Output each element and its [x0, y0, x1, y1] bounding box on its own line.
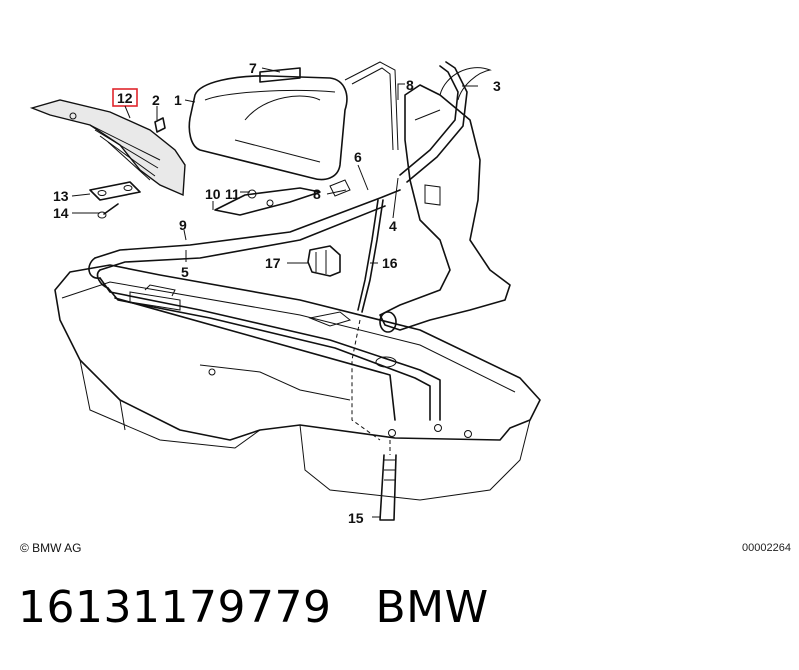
document-number: 00002264 [742, 542, 791, 554]
fuel-lines [88, 189, 441, 421]
leader-lines [71, 67, 478, 518]
filler-hose [399, 61, 468, 183]
callout-2: 2 [152, 92, 160, 108]
part-footer: 16131179779 BMW [18, 582, 533, 633]
callout-12: 12 [117, 90, 133, 106]
callout-4: 4 [389, 218, 397, 234]
callout-17: 17 [265, 255, 281, 271]
callout-8-lower: 8 [313, 186, 321, 202]
callout-16: 16 [382, 255, 398, 271]
vent-hose [351, 199, 397, 521]
parts-diagram: 1 2 3 4 5 6 7 8 8 9 10 11 12 13 14 15 16… [29, 60, 541, 526]
callout-9: 9 [179, 217, 187, 233]
callout-11: 11 [225, 186, 240, 202]
callout-7: 7 [249, 60, 257, 76]
filler-neck [379, 67, 511, 333]
callout-labels: 1 2 3 4 5 6 7 8 8 9 10 11 12 13 14 15 16… [53, 60, 501, 526]
copyright-notice: © BMW AG [20, 541, 82, 555]
charcoal-canister [188, 61, 399, 181]
brand-name: BMW [375, 582, 489, 633]
callout-15: 15 [348, 510, 364, 526]
grommet [307, 245, 341, 277]
callout-14: 14 [53, 205, 69, 221]
callout-3: 3 [493, 78, 501, 94]
callout-6: 6 [354, 149, 362, 165]
callout-8-top: 8 [406, 77, 414, 93]
part-number: 16131179779 [18, 582, 332, 633]
callout-5: 5 [181, 264, 189, 280]
callout-13: 13 [53, 188, 69, 204]
callout-10: 10 [205, 186, 221, 202]
callout-1: 1 [174, 92, 182, 108]
heat-shield [29, 99, 186, 197]
fuel-tank [54, 264, 541, 501]
